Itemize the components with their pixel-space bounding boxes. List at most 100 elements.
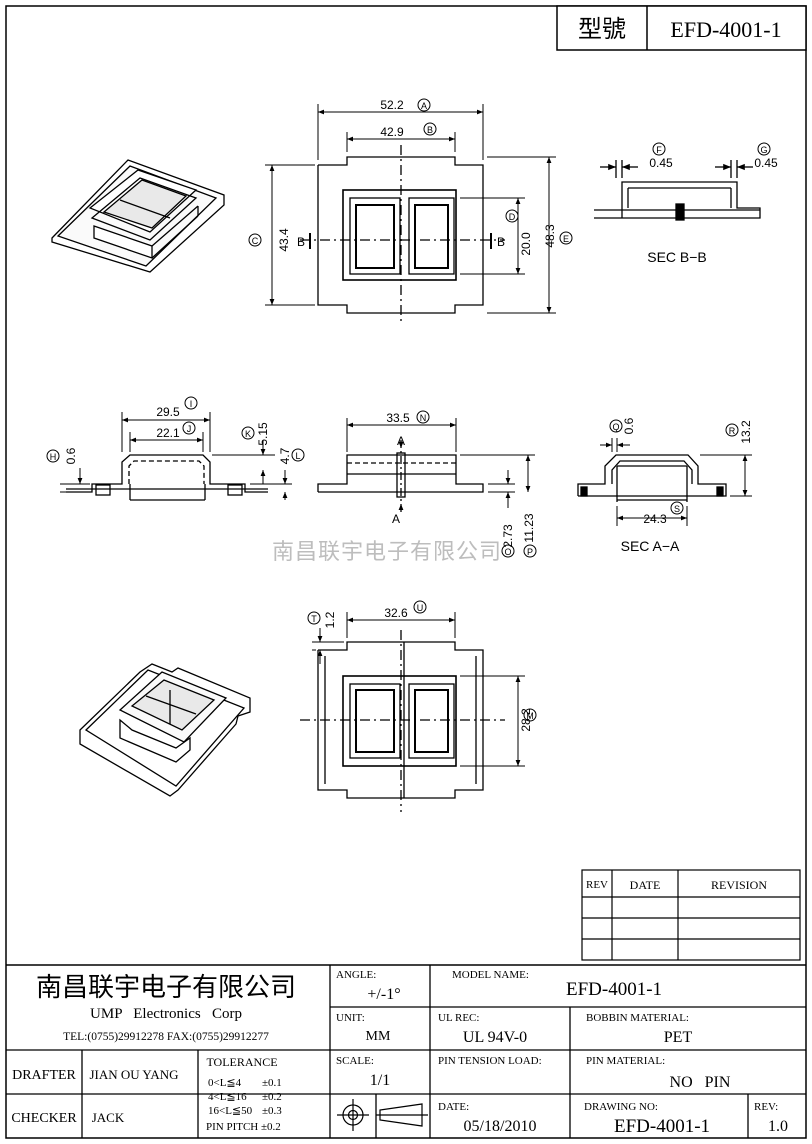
unit-value: MM <box>366 1029 391 1044</box>
company-name-cn: 南昌联宇电子有限公司 <box>36 973 296 1003</box>
top-view <box>300 145 505 325</box>
dim-j-value: 22.1 <box>156 426 180 440</box>
side-view-labels: 29.5 I 22.1 J K 5.15 4.7 L H 0.6 <box>46 396 305 464</box>
dim-s-value: 24.3 <box>643 512 667 526</box>
dim-u-value: 32.6 <box>384 606 408 620</box>
drafter-label: DRAFTER <box>12 1068 76 1083</box>
section-a-a-dimensions <box>600 438 752 526</box>
side-view <box>66 454 268 501</box>
drawing-no-value: EFD-4001-1 <box>614 1116 710 1137</box>
dim-k-value: 5.15 <box>256 422 270 446</box>
tolerance-range-2: 4<L≦16 <box>208 1091 247 1103</box>
dim-o-tag: O <box>504 547 511 557</box>
checker-label: CHECKER <box>11 1111 77 1126</box>
unit-label: UNIT: <box>336 1012 365 1024</box>
dim-u-tag: U <box>417 603 424 613</box>
dim-a-value: 52.2 <box>380 98 404 112</box>
dim-g-tag: G <box>760 145 767 155</box>
dim-n-value: 33.5 <box>386 411 410 425</box>
angle-value: +/-1° <box>367 986 400 1003</box>
dim-c-value: 43.4 <box>277 228 291 252</box>
tolerance-label: TOLERANCE <box>206 1055 277 1069</box>
title-block <box>6 964 806 1138</box>
dim-c-tag: C <box>252 236 259 246</box>
section-mark-b-left: B <box>297 235 305 249</box>
dim-i-value: 29.5 <box>156 405 180 419</box>
dim-i-tag: I <box>190 399 193 409</box>
dim-t-value: 1.2 <box>323 611 337 628</box>
side-view-dimensions <box>60 412 292 500</box>
dim-m-tag: M <box>526 711 534 721</box>
dim-q-tag: Q <box>612 422 619 432</box>
bobbin-material-value: PET <box>664 1029 693 1046</box>
rev-col-header: REV <box>586 879 608 891</box>
scale-label: SCALE: <box>336 1055 374 1067</box>
section-b-b <box>594 160 761 221</box>
dim-o-value: 2.73 <box>501 524 515 548</box>
rev-label: REV: <box>754 1101 778 1113</box>
checker-value: JACK <box>92 1110 125 1125</box>
dim-b-value: 42.9 <box>380 125 404 139</box>
front-view-labels: 33.5 N A A 2.73 O 11.23 P <box>386 410 537 558</box>
date-col-header: DATE <box>630 878 661 892</box>
section-mark-a-top: A <box>397 434 405 448</box>
revision-table: REV DATE REVISION <box>581 869 801 961</box>
isometric-view-bottom <box>79 663 251 797</box>
dim-b-tag: B <box>427 125 433 135</box>
dim-j-tag: J <box>187 424 192 434</box>
dim-p-tag: P <box>527 547 533 557</box>
company-name-en: UMP Electronics Corp <box>90 1006 242 1022</box>
pin-pitch: PIN PITCH ±0.2 <box>206 1121 281 1133</box>
company-contact: TEL:(0755)29912278 FAX:(0755)29912277 <box>63 1031 269 1043</box>
dim-n-tag: N <box>420 413 427 423</box>
bottom-view <box>300 630 505 812</box>
dim-h-value: 0.6 <box>64 447 78 464</box>
tolerance-range-3: 16<L≦50 <box>208 1105 253 1117</box>
bobbin-material-label: BOBBIN MATERIAL: <box>586 1012 689 1024</box>
dim-d-value: 20.0 <box>519 232 533 256</box>
model-name-label: MODEL NAME: <box>452 969 529 981</box>
section-mark-b-right: B <box>497 235 505 249</box>
model-header: 型號 EFD-4001-1 <box>556 5 807 51</box>
dim-l-tag: L <box>295 451 300 461</box>
isometric-view-top <box>51 159 225 273</box>
dim-r-value: 13.2 <box>739 420 753 444</box>
angle-label: ANGLE: <box>336 969 376 981</box>
dim-s-tag: S <box>674 504 680 514</box>
front-view <box>317 440 484 512</box>
dim-r-tag: R <box>729 426 736 436</box>
dim-d-tag: D <box>509 212 516 222</box>
top-view-dimensions <box>265 104 556 314</box>
section-a-a <box>577 454 727 502</box>
tolerance-value-2: ±0.2 <box>262 1091 282 1103</box>
ul-rec-label: UL REC: <box>438 1012 479 1024</box>
drawing-border <box>5 5 807 1139</box>
top-view-labels: 52.2 A 42.9 B 43.4 C 20.0 D 48.3 E B B <box>248 98 573 256</box>
title-block-text: 南昌联宇电子有限公司 UMP Electronics Corp TEL:(075… <box>11 969 788 1137</box>
dim-p-value: 11.23 <box>522 513 536 542</box>
dim-f-value: 0.45 <box>649 156 673 170</box>
tolerance-value-3: ±0.3 <box>262 1105 282 1117</box>
bottom-view-dimensions <box>312 612 525 767</box>
dim-h-tag: H <box>50 452 57 462</box>
scale-value: 1/1 <box>370 1072 390 1089</box>
dim-f-tag: F <box>656 145 662 155</box>
dim-k-tag: K <box>245 429 251 439</box>
dim-e-value: 48.3 <box>543 224 557 248</box>
dim-a-tag: A <box>421 101 427 111</box>
dim-q-value: 0.6 <box>622 417 636 434</box>
rev-value: 1.0 <box>768 1118 788 1135</box>
section-a-a-title: SEC A−A <box>621 538 680 554</box>
watermark: 南昌联宇电子有限公司 <box>272 540 503 565</box>
bottom-view-labels: T 1.2 32.6 U 28.2 M <box>307 600 537 732</box>
section-a-a-labels: Q 0.6 R 13.2 24.3 S SEC A−A <box>609 417 753 554</box>
dim-g-value: 0.45 <box>754 156 778 170</box>
projection-symbol-icon <box>337 1099 428 1131</box>
drafter-value: JIAN OU YANG <box>89 1067 178 1082</box>
tolerance-range-1: 0<L≦4 <box>208 1077 242 1089</box>
model-name-value: EFD-4001-1 <box>566 979 662 1000</box>
date-label: DATE: <box>438 1101 469 1113</box>
ul-rec-value: UL 94V-0 <box>463 1029 527 1046</box>
section-b-b-labels: F 0.45 G 0.45 SEC B−B <box>647 142 778 265</box>
